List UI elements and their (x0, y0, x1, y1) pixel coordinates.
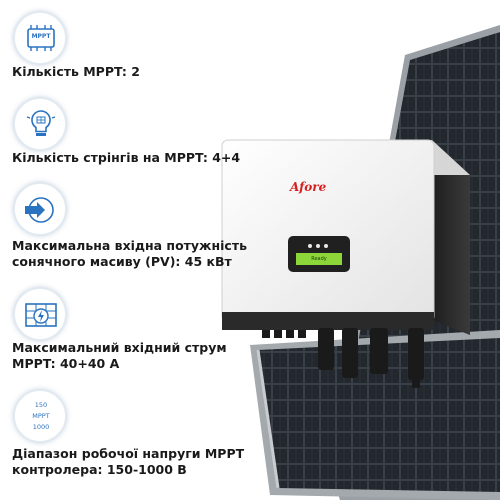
voltage-range-bottom: 1000 (32, 423, 50, 431)
mppt-board-icon: MPPT (14, 12, 66, 64)
voltage-range-top: 150 (34, 401, 48, 409)
solar-bulb-icon (14, 98, 66, 150)
inverter-display-text: Ready (311, 256, 327, 262)
feature-label-voltage-range: Діапазон робочої напруги MPPT контролера… (12, 446, 245, 477)
feature-label-max-current: Максимальний вхідний струм MPPT: 40+40 А (12, 340, 227, 371)
brand-logo: Afore (290, 180, 327, 194)
feature-label-max-power: Максимальна вхідна потужність сонячного … (12, 238, 247, 269)
voltage-range-mid: MPPT (32, 412, 50, 420)
solar-panel (250, 25, 500, 500)
voltage-range-icon: 150 MPPT 1000 (14, 390, 66, 442)
feature-label-mppt-count: Кількість MPPT: 2 (12, 64, 140, 79)
feature-label-strings: Кількість стрінгів на MPPT: 4+4 (12, 150, 241, 165)
power-input-icon (14, 183, 66, 235)
mppt-board-text: MPPT (31, 33, 51, 40)
solar-panel-bolt-icon (14, 288, 66, 340)
inverter (221, 139, 470, 388)
